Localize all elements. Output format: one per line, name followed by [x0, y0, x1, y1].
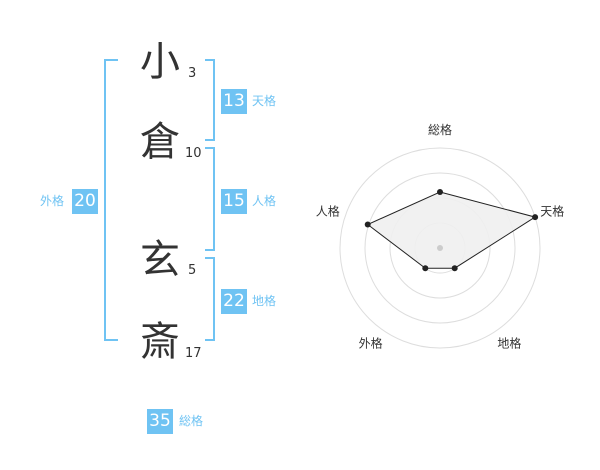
stroke-count-3: 5 — [188, 263, 197, 278]
name-char-3: 玄 — [140, 237, 180, 283]
tenkaku-value: 13 — [221, 89, 247, 114]
radar-point — [451, 265, 458, 272]
radar-axis-label: 総格 — [428, 122, 452, 137]
stroke-count-4: 17 — [185, 346, 202, 361]
radar-ring — [339, 147, 541, 349]
radar-point — [532, 214, 539, 221]
radar-axis-label: 人格 — [316, 204, 340, 219]
stroke-count-2: 10 — [185, 146, 202, 161]
name-char-1: 小 — [140, 39, 180, 85]
chikaku-label: 地格 — [252, 294, 277, 308]
chikaku-value: 22 — [221, 289, 247, 314]
jinkaku-value: 15 — [221, 189, 247, 214]
radar-point — [422, 265, 429, 272]
soukaku-label: 総格 — [179, 414, 204, 428]
gaikaku-value: 20 — [72, 189, 98, 214]
radar-ring — [364, 172, 516, 324]
gaikaku-label: 外格 — [40, 194, 65, 208]
jinkaku-label: 人格 — [252, 194, 277, 208]
radar-polygon — [366, 191, 537, 269]
radar-point — [437, 189, 443, 195]
radar-axis-label: 地格 — [497, 335, 521, 350]
tenkaku-label: 天格 — [252, 94, 277, 108]
radar-axis-label: 天格 — [540, 204, 564, 219]
name-char-2: 倉 — [140, 119, 180, 165]
radar-center-dot — [437, 245, 443, 251]
soukaku-value: 35 — [147, 409, 173, 434]
name-char-4: 斎 — [140, 319, 180, 365]
radar-axis-label: 外格 — [359, 335, 383, 350]
stroke-count-1: 3 — [188, 66, 197, 81]
radar-point — [364, 221, 371, 228]
